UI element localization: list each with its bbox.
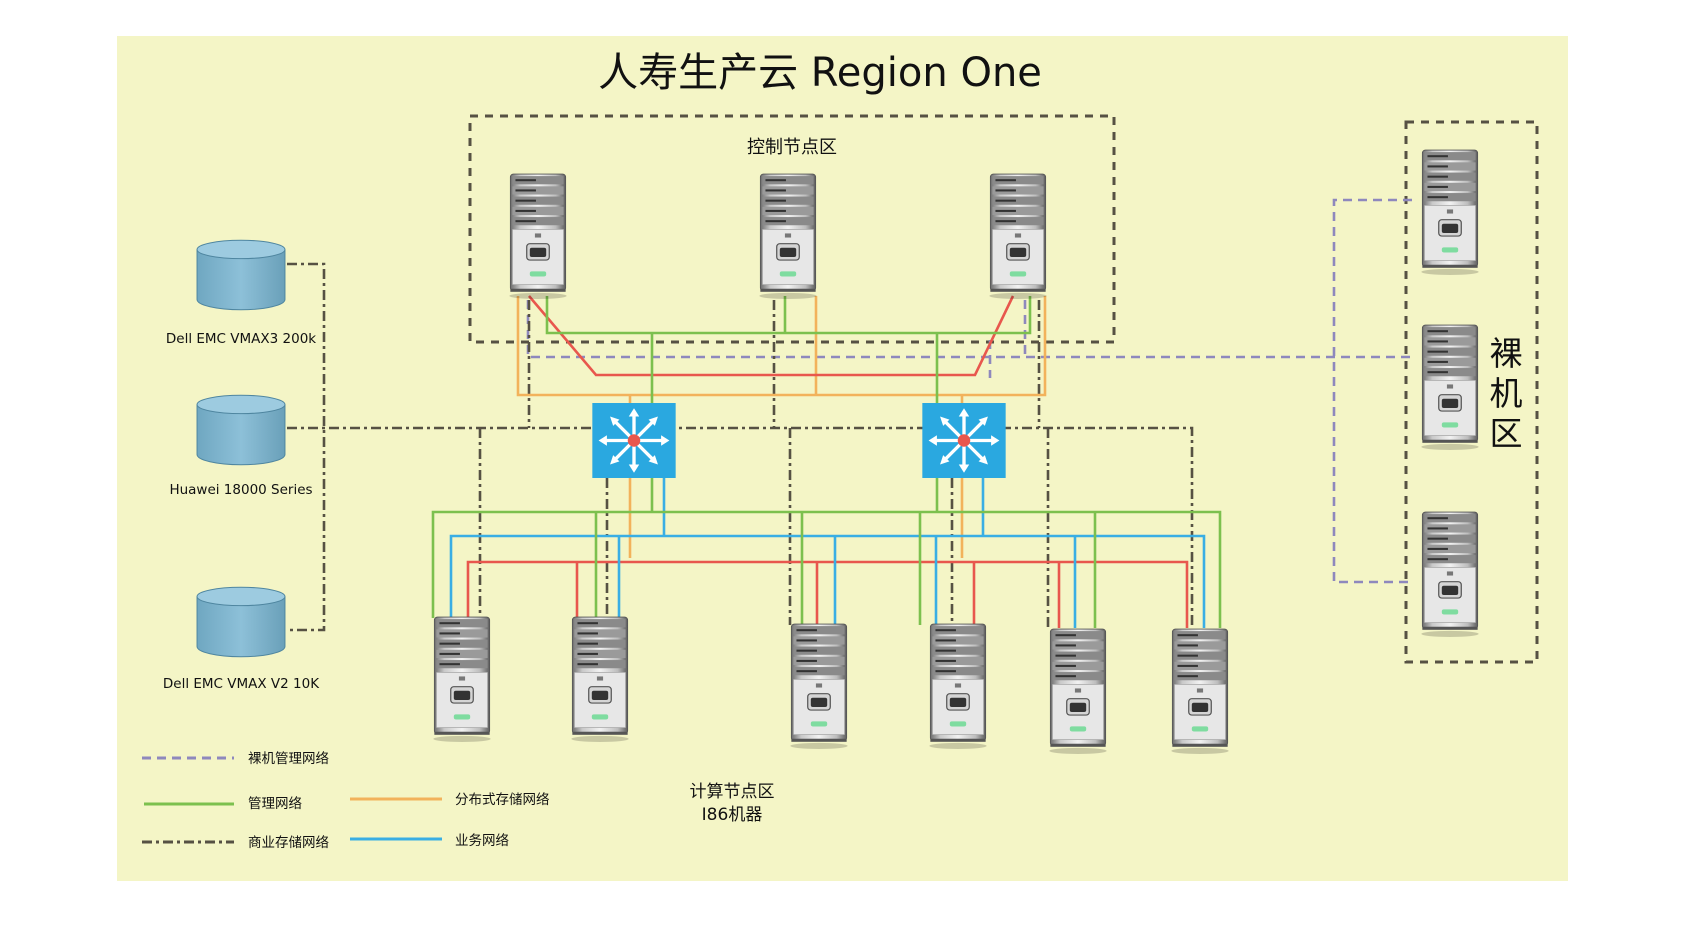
storage-array-2-icon [196, 394, 286, 466]
storage-array-1-label: Dell EMC VMAX3 200k [166, 331, 316, 347]
business-links [449, 478, 1206, 628]
red-links [466, 295, 1189, 628]
baremetal-server-2-icon [1420, 324, 1480, 451]
compute-server-4-icon [928, 623, 988, 750]
page-title: 人寿生产云 Region One [598, 50, 1042, 96]
commercial-storage-links [287, 262, 1194, 632]
legend-distributed-storage-label: 分布式存储网络 [455, 792, 550, 808]
control-zone-frame [468, 114, 1116, 344]
storage-array-3-icon [196, 586, 286, 658]
storage-array-1-icon [196, 239, 286, 311]
compute-server-5-icon [1048, 628, 1108, 755]
control-server-3-icon [988, 173, 1048, 300]
compute-zone-label-line2: I86机器 [702, 805, 763, 825]
core-switch-1-icon [592, 403, 676, 478]
compute-server-6-icon [1170, 628, 1230, 755]
control-server-1-icon [508, 173, 568, 300]
compute-server-3-icon [789, 623, 849, 750]
baremetal-zone-label-char1: 裸 [1490, 334, 1523, 373]
core-switch-2-icon [922, 403, 1006, 478]
compute-zone-label-line1: 计算节点区 [690, 782, 775, 802]
baremetal-zone-frame [1404, 120, 1539, 664]
baremetal-zone-label-char3: 区 [1490, 414, 1523, 453]
control-zone-label: 控制节点区 [747, 137, 837, 158]
compute-server-2-icon [570, 616, 630, 743]
control-server-2-icon [758, 173, 818, 300]
storage-array-2-label: Huawei 18000 Series [169, 482, 312, 498]
baremetal-zone-label-char2: 机 [1490, 374, 1523, 413]
compute-server-1-icon [432, 616, 492, 743]
legend-business-label: 业务网络 [455, 833, 509, 849]
distributed-storage-links [516, 296, 1047, 558]
legend-baremetal-mgmt-label: 裸机管理网络 [248, 751, 329, 767]
baremetal-server-3-icon [1420, 511, 1480, 638]
storage-array-3-label: Dell EMC VMAX V2 10K [163, 676, 320, 692]
legend: 裸机管理网络 管理网络 商业存储网络 分布式存储网络 业务网络 [142, 751, 550, 851]
legend-commercial-storage-label: 商业存储网络 [248, 835, 329, 851]
legend-management-label: 管理网络 [248, 796, 302, 812]
baremetal-server-1-icon [1420, 149, 1480, 276]
links [287, 198, 1412, 632]
management-links [431, 296, 1222, 628]
diagram-background [117, 36, 1568, 881]
